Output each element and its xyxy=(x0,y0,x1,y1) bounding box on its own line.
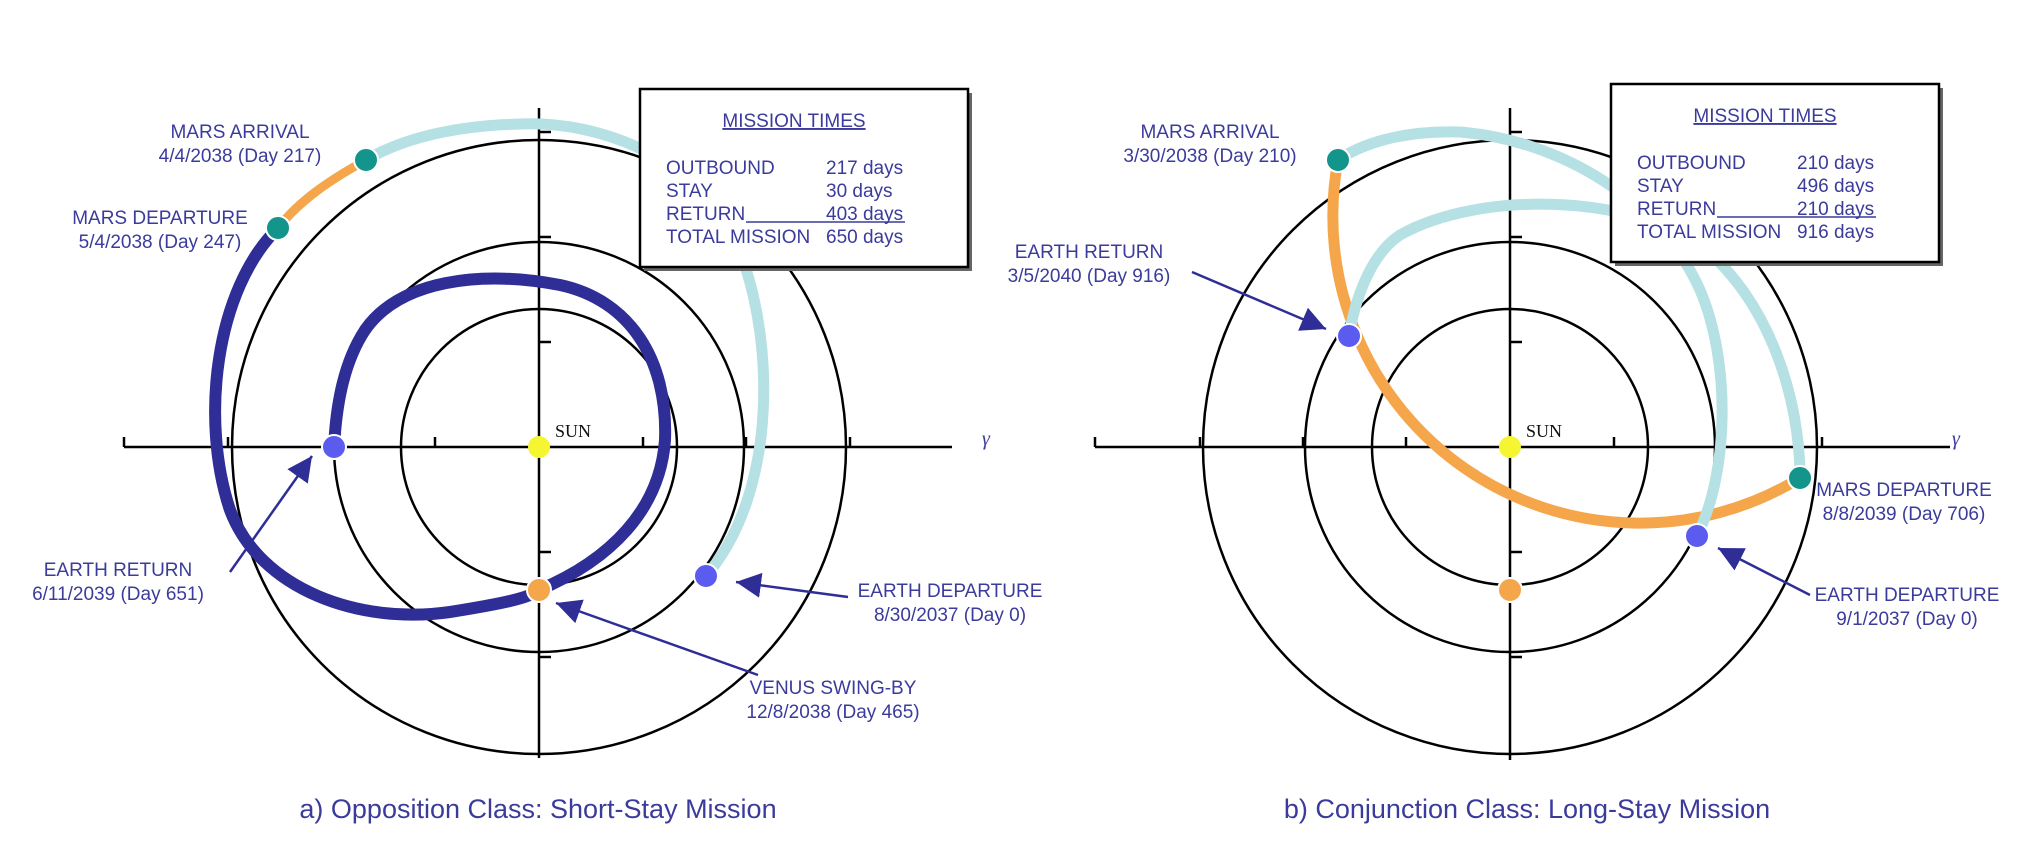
outbound-label: OUTBOUND xyxy=(666,158,775,179)
stay-label: STAY xyxy=(1637,176,1684,197)
earth-departure-arrow xyxy=(735,572,849,599)
earth-return-point xyxy=(1336,323,1362,349)
earth-departure-name: EARTH DEPARTURE xyxy=(858,581,1043,602)
mars-departure-name: MARS DEPARTURE xyxy=(1816,480,1992,501)
venus-swingby-name: VENUS SWING-BY xyxy=(750,678,917,699)
mission-times-box: MISSION TIMES OUTBOUND 210 days STAY 496… xyxy=(1609,82,1943,266)
conjunction-diagram: SUN γ MARS ARRIVAL 3/30/2038 (Day 210) E… xyxy=(1008,82,1999,824)
earth-departure-date: 9/1/2037 (Day 0) xyxy=(1836,609,1978,630)
earth-return-arrow xyxy=(1191,270,1327,331)
total-value: 650 days xyxy=(826,227,903,248)
mission-times-title: MISSION TIMES xyxy=(1693,106,1836,127)
stay-value: 496 days xyxy=(1797,176,1874,197)
total-value: 916 days xyxy=(1797,222,1874,243)
mars-arrival-point xyxy=(1325,147,1351,173)
earth-return-point xyxy=(321,434,347,460)
opposition-class-panel: SUN γ MARS ARRIVAL 4/4/2038 (Day 217) MA… xyxy=(0,0,1042,846)
mars-departure-date: 5/4/2038 (Day 247) xyxy=(79,232,242,253)
mars-departure-name: MARS DEPARTURE xyxy=(72,208,248,229)
stay-label: STAY xyxy=(666,181,713,202)
opposition-diagram: SUN γ MARS ARRIVAL 4/4/2038 (Day 217) MA… xyxy=(32,87,1042,824)
return-trajectory xyxy=(1343,198,1806,484)
earth-return-name: EARTH RETURN xyxy=(44,560,193,581)
total-label: TOTAL MISSION xyxy=(1637,222,1781,243)
earth-return-arrow xyxy=(228,455,314,573)
mars-arrival-name: MARS ARRIVAL xyxy=(170,122,309,143)
outbound-value: 210 days xyxy=(1797,153,1874,174)
total-label: TOTAL MISSION xyxy=(666,227,810,248)
mars-arrival-point xyxy=(353,147,379,173)
venus-swingby-date: 12/8/2038 (Day 465) xyxy=(746,702,919,723)
outbound-value: 217 days xyxy=(826,158,903,179)
mars-departure-date: 8/8/2039 (Day 706) xyxy=(1823,504,1986,525)
earth-return-date: 6/11/2039 (Day 651) xyxy=(32,584,204,605)
sun-label: SUN xyxy=(555,421,591,441)
vernal-equinox-symbol: γ xyxy=(1952,428,1961,450)
conjunction-class-panel: SUN γ MARS ARRIVAL 3/30/2038 (Day 210) E… xyxy=(980,0,1999,846)
sun-marker xyxy=(1499,436,1521,458)
vernal-equinox-symbol: γ xyxy=(982,428,991,450)
panel-a-caption: a) Opposition Class: Short-Stay Mission xyxy=(299,794,776,824)
earth-return-name: EARTH RETURN xyxy=(1015,242,1164,263)
mars-departure-point xyxy=(265,215,291,241)
mars-arrival-date: 3/30/2038 (Day 210) xyxy=(1123,146,1296,167)
panel-b-caption: b) Conjunction Class: Long-Stay Mission xyxy=(1284,794,1770,824)
mars-departure-point xyxy=(1787,465,1813,491)
return-label: RETURN xyxy=(1637,199,1716,220)
venus-point xyxy=(1497,577,1523,603)
earth-departure-point xyxy=(693,563,719,589)
sun-label: SUN xyxy=(1526,421,1562,441)
mission-times-box: MISSION TIMES OUTBOUND 217 days STAY 30 … xyxy=(638,87,972,271)
mission-times-title: MISSION TIMES xyxy=(722,111,865,132)
earth-departure-name: EARTH DEPARTURE xyxy=(1815,585,2000,606)
earth-return-date: 3/5/2040 (Day 916) xyxy=(1008,266,1171,287)
return-value: 403 days xyxy=(826,204,903,225)
mars-orbit xyxy=(230,138,848,756)
return-label: RETURN xyxy=(666,204,745,225)
mars-arrival-name: MARS ARRIVAL xyxy=(1140,122,1279,143)
earth-departure-point xyxy=(1684,523,1710,549)
venus-swingby-arrow xyxy=(555,599,759,677)
stay-value: 30 days xyxy=(826,181,893,202)
earth-orbit xyxy=(1303,240,1717,654)
venus-swingby-point xyxy=(526,577,552,603)
sun-marker xyxy=(528,436,550,458)
earth-departure-arrow xyxy=(1717,546,1811,597)
mars-arrival-date: 4/4/2038 (Day 217) xyxy=(159,146,322,167)
return-trajectory xyxy=(209,222,672,621)
earth-departure-date: 8/30/2037 (Day 0) xyxy=(874,605,1026,626)
mars-stay-arc xyxy=(273,155,371,233)
outbound-label: OUTBOUND xyxy=(1637,153,1746,174)
return-value: 210 days xyxy=(1797,199,1874,220)
